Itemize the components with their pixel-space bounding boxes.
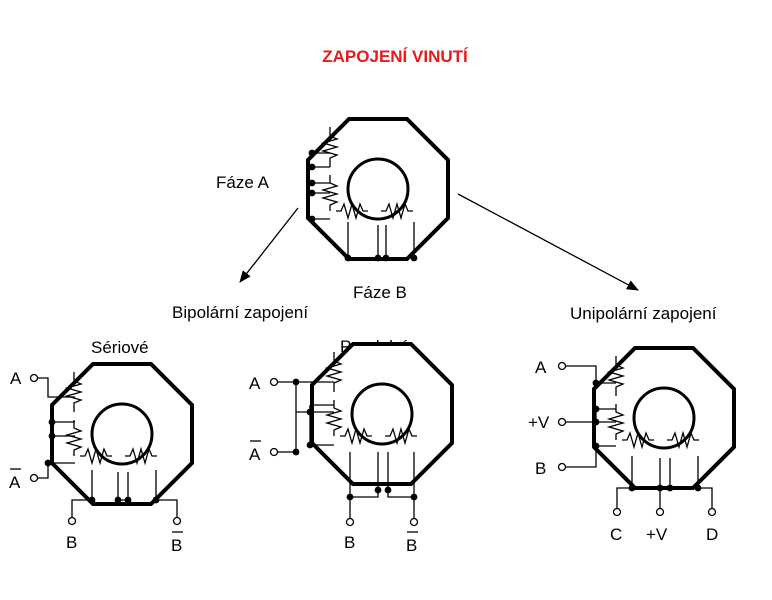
unipolar-c-label: C — [610, 525, 622, 544]
parallel-b-label: B — [344, 533, 355, 552]
unipolar-motor — [557, 346, 736, 517]
unipolar-label: Unipolární zapojení — [570, 304, 717, 323]
bipolar-label: Bipolární zapojení — [172, 303, 308, 322]
unipolar-v-left-label: +V — [528, 413, 550, 432]
unipolar-v-bottom-label: +V — [646, 525, 668, 544]
serial-a-label: A — [10, 369, 22, 388]
serial-a-bar-label: A — [9, 473, 21, 492]
arrow-to-bipolar — [239, 207, 299, 283]
page-title: ZAPOJENÍ VINUTÍ — [322, 47, 469, 66]
top-motor — [306, 117, 450, 262]
arrow-to-unipolar — [457, 193, 639, 291]
unipolar-a-label: A — [535, 358, 547, 377]
serial-b-label: B — [66, 533, 77, 552]
phase-b-label: Fáze B — [353, 283, 407, 302]
parallel-a-bar-label: A — [249, 445, 261, 464]
parallel-a-label: A — [249, 374, 261, 393]
serial-motor — [29, 362, 194, 526]
unipolar-b-label: B — [535, 459, 546, 478]
unipolar-d-label: D — [706, 525, 718, 544]
parallel-b-bar-label: B — [406, 536, 417, 555]
serial-title: Sériové — [91, 338, 149, 357]
phase-a-label: Fáze A — [216, 173, 270, 192]
parallel-motor — [269, 342, 454, 527]
serial-b-bar-label: B — [171, 536, 182, 555]
